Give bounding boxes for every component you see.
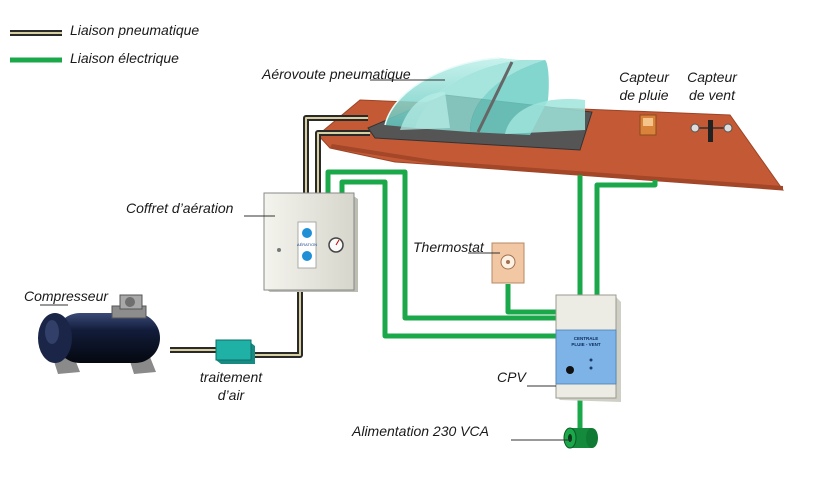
label-ventilation-box: Coffret d’aération	[126, 200, 234, 216]
legend-pneumatic-label: Liaison pneumatique	[70, 22, 200, 38]
ventilation-box: AÉRATION	[263, 192, 358, 292]
label-air-treatment-line-1: traitement	[199, 369, 263, 385]
label-rain-sensor: Capteur de pluie	[616, 68, 672, 104]
skylight	[367, 57, 593, 151]
label-power-supply: Alimentation 230 VCA	[352, 423, 489, 439]
cpv-title-line-2: PLUIE - VENT	[571, 342, 601, 347]
cpv-title-line-1: CENTRALE	[574, 336, 599, 341]
label-compressor: Compresseur	[24, 288, 109, 304]
pneumatic-lines	[170, 115, 370, 358]
ventilation-box-label: AÉRATION	[297, 242, 317, 247]
label-skylight: Aérovoute pneumatique	[262, 66, 411, 82]
label-rain-sensor-line-2: de pluie	[619, 87, 669, 103]
cpv-unit: CENTRALE PLUIE - VENT	[555, 294, 621, 402]
label-wind-sensor-line-1: Capteur	[687, 69, 737, 85]
power-supply	[563, 427, 598, 449]
leader-lines	[40, 79, 572, 441]
air-treatment-unit	[215, 339, 255, 364]
label-thermostat: Thermostat	[413, 239, 484, 255]
label-wind-sensor-line-2: de vent	[689, 87, 735, 103]
thermostat	[491, 242, 525, 284]
compressor	[38, 294, 160, 374]
label-air-treatment-line-2: d’air	[217, 387, 245, 403]
wind-sensor	[690, 120, 733, 142]
rain-sensor	[639, 114, 657, 136]
label-wind-sensor: Capteur de vent	[682, 68, 742, 104]
label-rain-sensor-line-1: Capteur	[619, 69, 669, 85]
label-cpv: CPV	[497, 369, 526, 385]
label-air-treatment: traitement d’air	[196, 368, 266, 404]
legend-electric-label: Liaison électrique	[70, 50, 179, 66]
electric-lines	[325, 169, 658, 430]
